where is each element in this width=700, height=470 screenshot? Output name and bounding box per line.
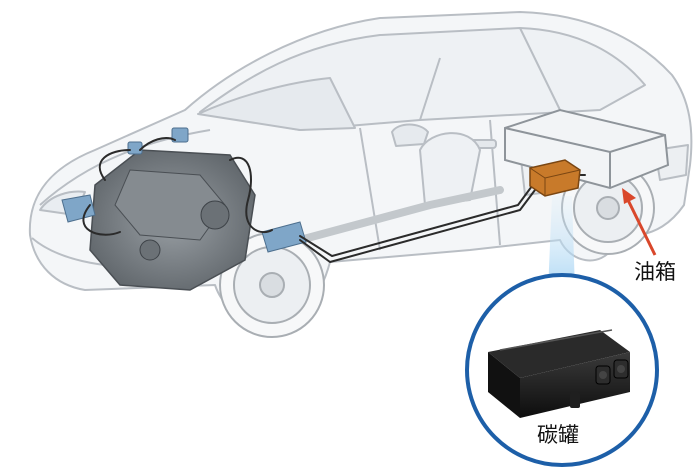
blue-sensors: [61, 127, 307, 253]
engine-block: [89, 149, 256, 291]
fuel-tank-label: 油箱: [634, 260, 676, 284]
exhaust-pipe: [296, 186, 504, 244]
fuel-lines: [82, 137, 586, 263]
canister-label: 碳罐: [537, 423, 579, 447]
canister-closeup: [488, 329, 630, 418]
canister-callout: [465, 273, 659, 467]
front-wheel: [219, 232, 325, 338]
canister-in-car: [529, 159, 581, 197]
highlight-beam: [548, 196, 575, 292]
fuel-tank-arrow: [622, 188, 657, 256]
